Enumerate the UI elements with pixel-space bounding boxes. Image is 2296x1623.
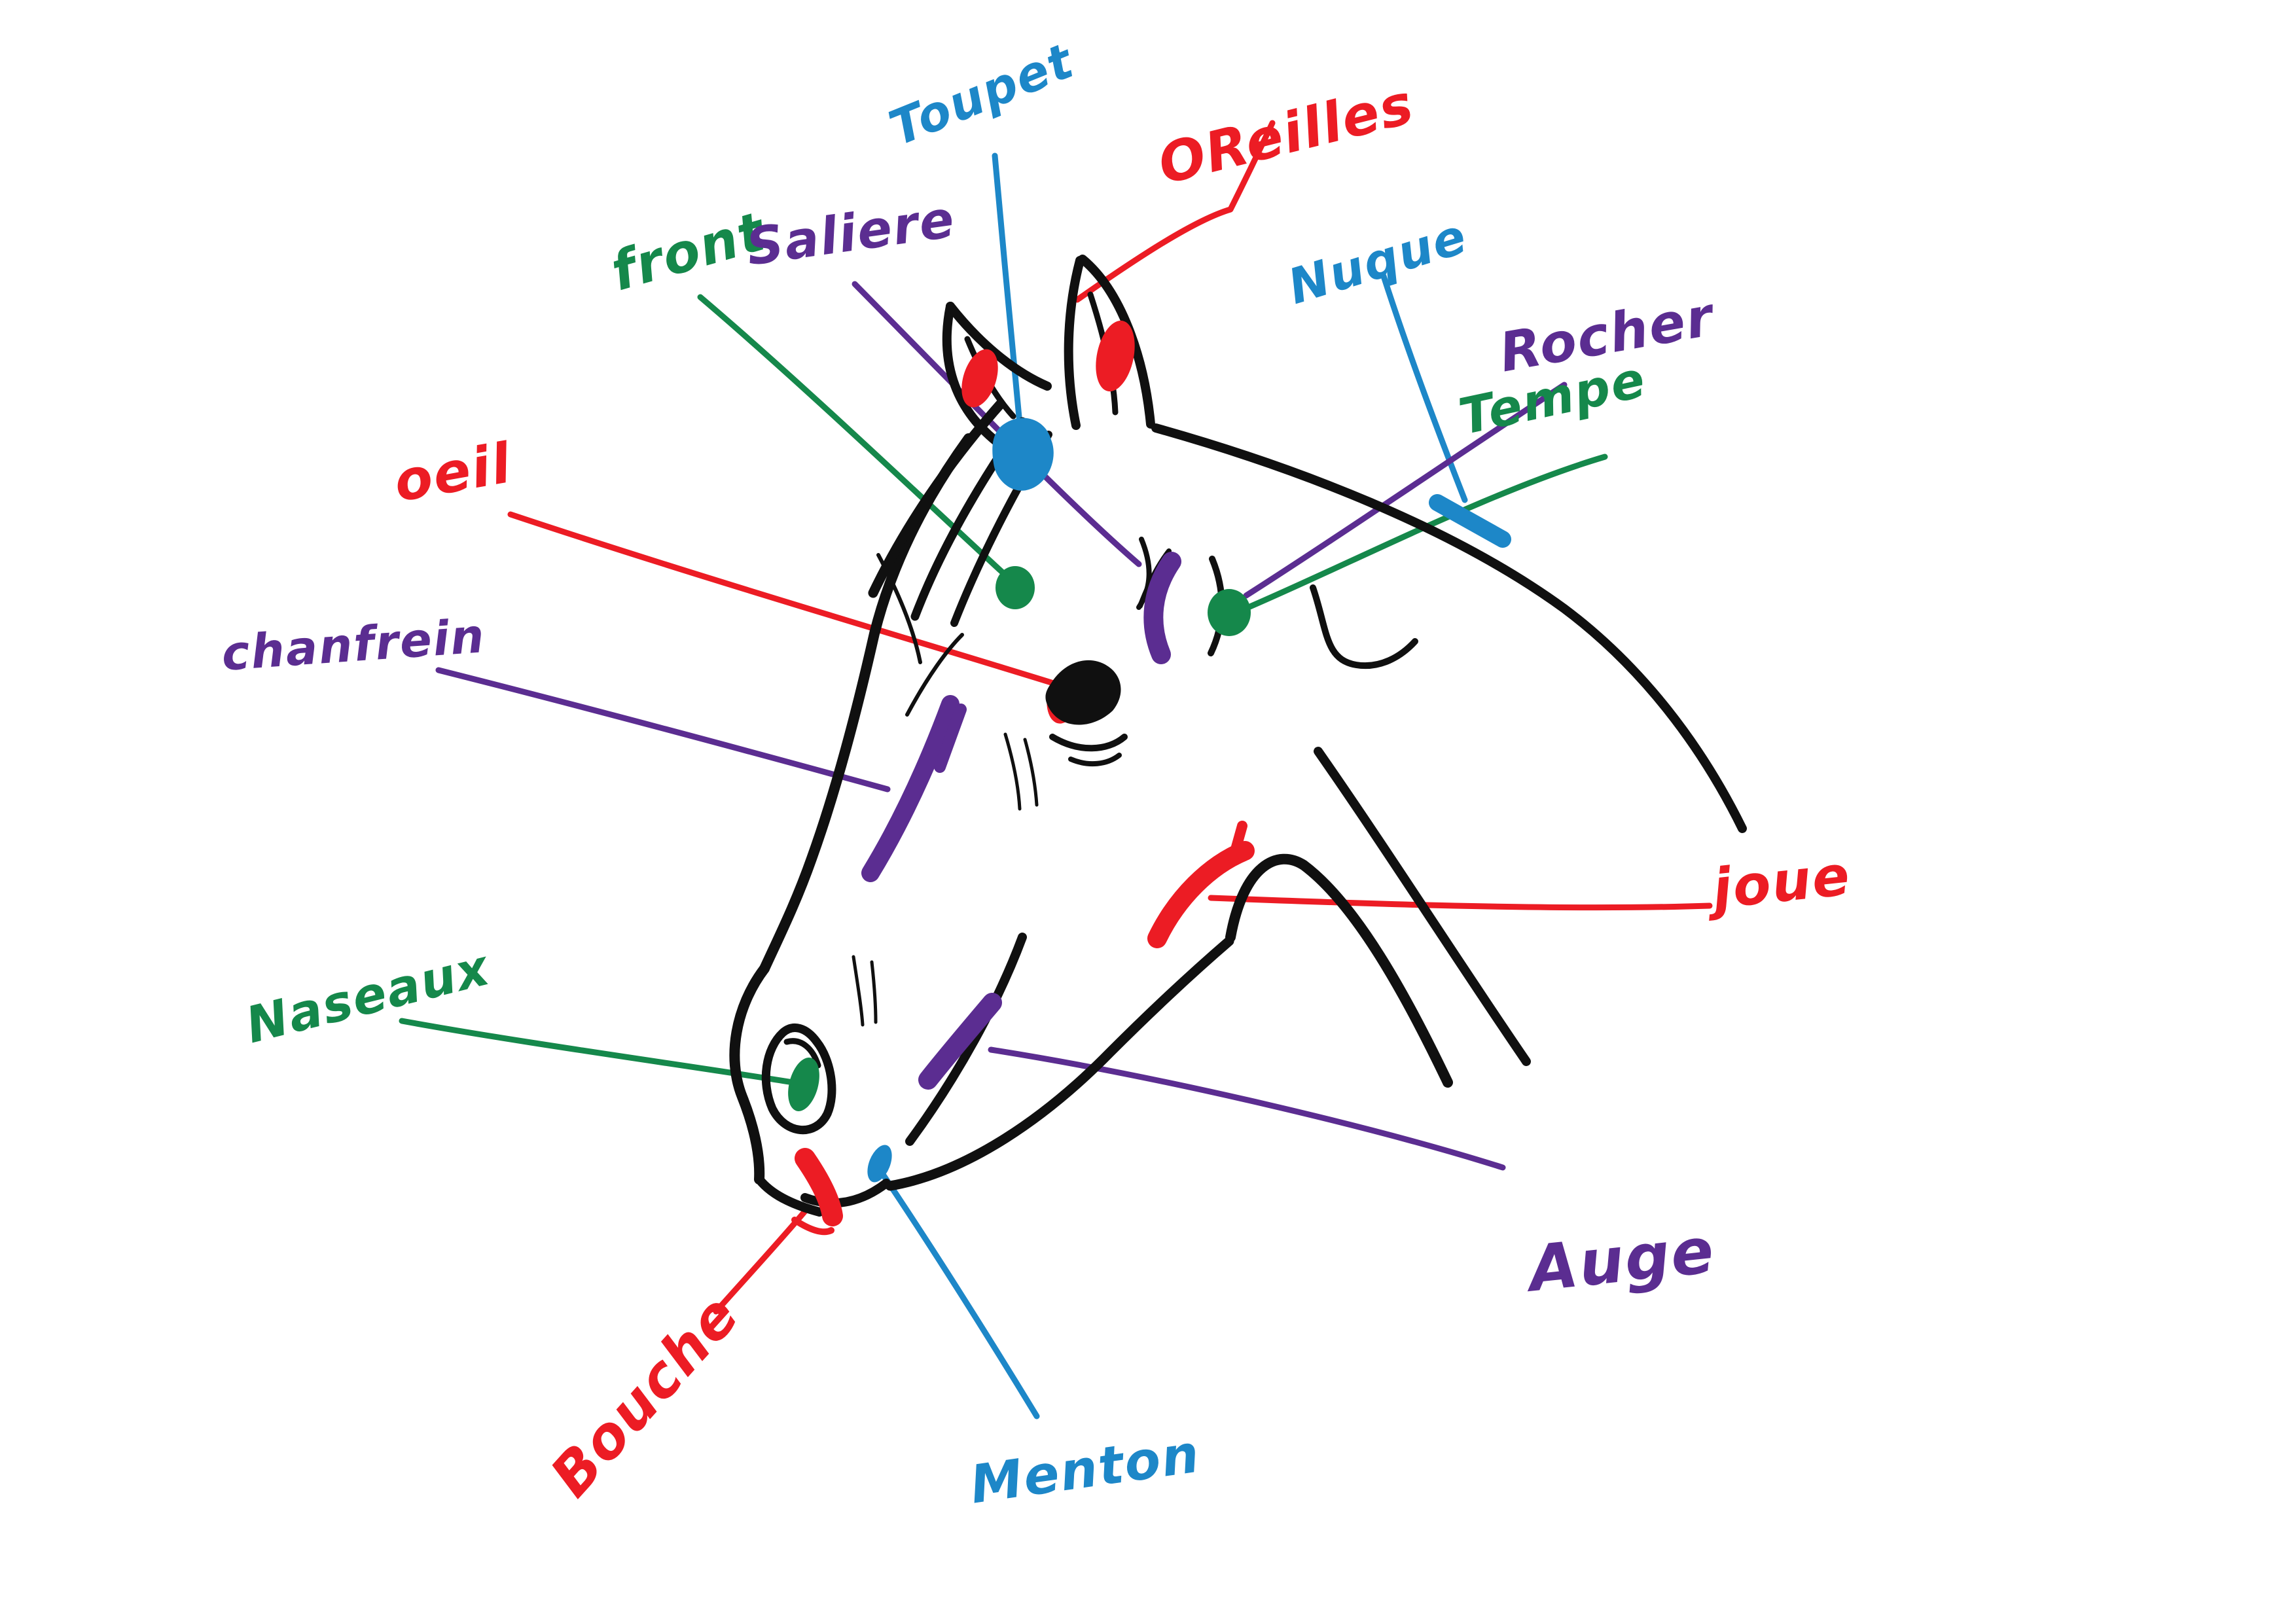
left-ear-outline: [946, 302, 1052, 391]
marker-chanfrein: [934, 704, 967, 773]
marker-bouche: [791, 1217, 834, 1236]
marker-toupet: [992, 418, 1054, 491]
eye-lid-line: [1049, 734, 1128, 752]
mouth-line: [800, 1179, 891, 1208]
muzzle-outline: [729, 963, 770, 1185]
marker-naseaux: [788, 1058, 819, 1111]
hatch-line: [1023, 738, 1039, 807]
hatch-line: [852, 955, 865, 1027]
pointer-line-front: [697, 294, 1014, 583]
marker-saliere: [1143, 552, 1181, 664]
marker-menton: [867, 1145, 892, 1183]
cheek-arc: [1225, 853, 1453, 1088]
marker-oreilles-left: [961, 349, 998, 408]
eye-shape: [1045, 660, 1121, 725]
neck-line: [1314, 747, 1531, 1066]
crest-line: [1151, 423, 1747, 833]
pointer-line-nuque: [1380, 273, 1468, 503]
marker-joue: [1228, 821, 1247, 864]
marker-front: [996, 566, 1035, 609]
eye-lid-line: [1068, 753, 1122, 767]
marker-auge: [918, 993, 1002, 1090]
pointer-line-chanfrein: [435, 667, 891, 793]
marker-nuque: [1429, 494, 1511, 548]
pointer-line-naseaux: [399, 1018, 797, 1086]
mane-stroke: [868, 399, 1005, 598]
right-ear-outline: [1064, 256, 1085, 430]
marker-bouche: [795, 1148, 843, 1226]
part-markers: [788, 320, 1511, 1236]
horse-head-lineart: [729, 255, 1747, 1217]
throat-fold: [1310, 584, 1418, 669]
pointer-line-oreilles: [1074, 120, 1276, 303]
pointer-line-rocher: [1243, 382, 1568, 599]
pointer-line-toupet: [992, 152, 1023, 427]
jaw-front-line: [905, 933, 1027, 1146]
pointer-line-menton: [880, 1172, 1040, 1419]
nostril-curl: [783, 1038, 821, 1069]
marker-chanfrein: [861, 695, 960, 882]
pointer-line-joue: [1208, 895, 1713, 911]
pointer-lines: [399, 120, 1713, 1419]
pointer-line-oeil: [507, 511, 1061, 688]
mane-stroke: [876, 553, 922, 664]
marker-tempe: [1208, 589, 1251, 636]
hatch-line: [870, 960, 878, 1024]
pointer-line-auge: [988, 1046, 1506, 1171]
lower-lip-line: [755, 1175, 824, 1217]
forehead-nose-outline: [759, 433, 974, 974]
hatch-line: [1003, 732, 1022, 811]
chin-jaw-line: [885, 936, 1234, 1191]
pointer-line-bouche: [713, 1205, 811, 1315]
nostril-outline: [761, 1024, 836, 1134]
marker-oreilles-right: [1096, 320, 1135, 392]
mane-stroke: [905, 633, 964, 717]
